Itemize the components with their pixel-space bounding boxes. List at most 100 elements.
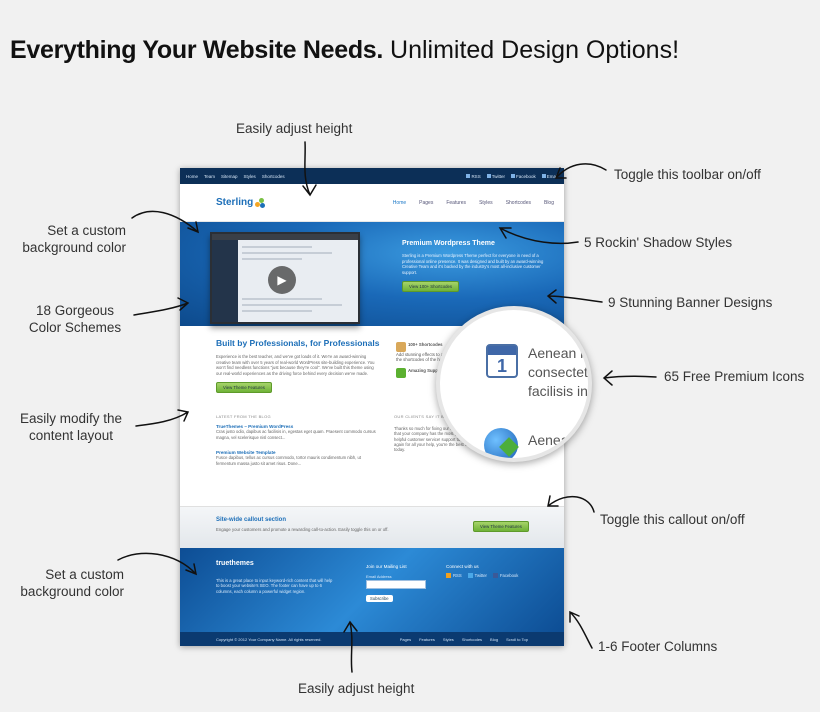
toolbar-link-sitemap[interactable]: Sitemap xyxy=(221,173,238,179)
content-title: Built by Professionals, for Professional… xyxy=(216,338,380,348)
nav-pages[interactable]: Pages xyxy=(419,199,434,206)
footer-twitter-label: Twitter xyxy=(474,573,487,578)
annotation-bg-color-bottom: Set a custom background color xyxy=(20,567,124,599)
site-header: Sterling Home Pages Features Styles Shor… xyxy=(180,184,564,222)
banner-paragraph: Sterling is a Premium Wordpress Theme pe… xyxy=(402,253,544,275)
callout-text: Engage your customers and promote a rewa… xyxy=(216,527,389,532)
banner-text: Premium Wordpress Theme Sterling is a Pr… xyxy=(402,240,552,292)
main-nav: Home Pages Features Styles Shortcodes Bl… xyxy=(393,200,554,206)
lens-text-line: consectet xyxy=(528,364,588,380)
toolbar-facebook[interactable]: Facebook xyxy=(510,173,536,179)
annotation-content-layout: Easily modify the content layout xyxy=(19,411,123,443)
email-icon xyxy=(541,174,546,179)
annotation-premium-icons: 65 Free Premium Icons xyxy=(664,369,805,384)
footer-twitter-link[interactable]: Twitter xyxy=(467,573,487,579)
toolbar-email-label: Email xyxy=(546,173,558,179)
magnifier-lens: 1 Aenean la consectet facilisis in, Aene… xyxy=(436,306,592,462)
calendar-icon: 1 xyxy=(486,344,518,378)
blog-post-excerpt: Fusce dapibus, tellus ac cursus commodo,… xyxy=(216,455,361,466)
annotation-color-schemes: 18 Gorgeous Color Schemes xyxy=(28,303,122,335)
footer-link-pages[interactable]: Pages xyxy=(399,636,412,642)
page-headline: Everything Your Website Needs. Unlimited… xyxy=(10,36,679,65)
play-icon[interactable]: ▶ xyxy=(268,266,296,294)
toolbar-facebook-label: Facebook xyxy=(515,173,536,179)
toolbar-rss[interactable]: RSS xyxy=(466,173,481,179)
site-content: Built by Professionals, for Professional… xyxy=(180,326,564,506)
mailing-list-title: Join our Mailing List xyxy=(366,564,407,569)
blog-heading: LATEST FROM THE BLOG xyxy=(216,414,271,419)
site-footer: truethemes This is a great place to inpu… xyxy=(180,548,564,632)
logo-dots-icon xyxy=(255,197,266,208)
annotation-adjust-height-bottom: Easily adjust height xyxy=(298,681,415,696)
blog-post: Premium Website Template Fusce dapibus, … xyxy=(216,450,376,466)
annotation-toggle-toolbar: Toggle this toolbar on/off xyxy=(614,167,761,182)
footer-facebook-label: Facebook xyxy=(499,573,519,578)
footer-link-blog[interactable]: Blog xyxy=(490,636,499,642)
social-links: RSS Twitter Facebook xyxy=(446,573,519,579)
feature-shortcodes: 100+ Shortcodes Add stunning effects to … xyxy=(396,342,456,362)
banner-title: Premium Wordpress Theme xyxy=(402,240,495,247)
blog-post-title[interactable]: Premium Website Template xyxy=(216,450,276,455)
toolbar-link-home[interactable]: Home xyxy=(186,173,199,179)
footer-link-features[interactable]: Features xyxy=(419,636,435,642)
feature-shortcodes-title: 100+ Shortcodes xyxy=(408,342,443,347)
arrow-premium-icons xyxy=(602,370,657,386)
toolbar-rss-label: RSS xyxy=(471,173,481,179)
content-paragraph: Experience is the best teacher, and we'v… xyxy=(216,354,375,376)
nav-styles[interactable]: Styles xyxy=(479,199,493,206)
lens-text-line: Aenean la xyxy=(528,345,592,361)
footer-facebook-link[interactable]: Facebook xyxy=(492,573,519,579)
rss-icon xyxy=(446,573,451,579)
subscribe-button[interactable]: Subscribe xyxy=(366,595,393,602)
toolbar-link-team[interactable]: Team xyxy=(204,173,216,179)
arrow-footer-columns xyxy=(569,610,593,649)
logo-text: Sterling xyxy=(216,197,254,208)
shield-icon xyxy=(396,368,406,378)
banner-button[interactable]: View 100+ Shortcodes xyxy=(402,281,460,292)
clients-heading: OUR CLIENTS SAY IT BEST xyxy=(394,414,453,419)
annotation-bg-color-top: Set a custom background color xyxy=(22,223,126,255)
nav-shortcodes[interactable]: Shortcodes xyxy=(505,199,531,206)
twitter-icon xyxy=(486,174,491,179)
lens-text-line: facilisis in, xyxy=(528,383,592,399)
headline-bold: Everything Your Website Needs. xyxy=(10,36,384,64)
site-logo[interactable]: Sterling xyxy=(216,197,266,208)
connect-title: Connect with us xyxy=(446,564,479,569)
feature-shortcodes-text: Add stunning effects to any of the short… xyxy=(396,352,453,362)
footer-rss-label: RSS xyxy=(453,573,462,578)
email-field[interactable] xyxy=(366,580,426,589)
toolbar-link-shortcodes[interactable]: Shortcodes xyxy=(261,173,285,179)
toolbar-email[interactable]: Email xyxy=(541,173,558,179)
copyright: Copyright © 2012 Your Company Name. All … xyxy=(216,636,322,642)
annotation-banner-designs: 9 Stunning Banner Designs xyxy=(608,295,773,310)
toolbar-twitter[interactable]: Twitter xyxy=(486,173,505,179)
footer-logo: truethemes xyxy=(216,560,254,567)
top-toolbar: Home Team Sitemap Styles Shortcodes RSS … xyxy=(180,168,564,184)
footer-link-styles[interactable]: Styles xyxy=(442,636,454,642)
toolbar-twitter-label: Twitter xyxy=(491,173,505,179)
footer-link-shortcodes[interactable]: Shortcodes xyxy=(461,636,483,642)
callout-title: Site-wide callout section xyxy=(216,517,287,523)
annotation-footer-columns: 1-6 Footer Columns xyxy=(598,639,718,654)
footer-rss-link[interactable]: RSS xyxy=(446,573,462,579)
lens-text-line: Aenea xyxy=(528,432,569,448)
globe-icon xyxy=(484,428,519,458)
nav-home[interactable]: Home xyxy=(392,199,407,206)
scroll-to-top-link[interactable]: Scroll to Top xyxy=(506,636,528,642)
annotation-toggle-callout: Toggle this callout on/off xyxy=(600,512,745,527)
nav-blog[interactable]: Blog xyxy=(543,199,554,206)
callout-section: Site-wide callout section Engage your cu… xyxy=(180,506,564,548)
feature-support-title: Amazing Support xyxy=(408,368,444,373)
toolbar-link-styles[interactable]: Styles xyxy=(243,173,256,179)
nav-features[interactable]: Features xyxy=(446,199,467,206)
email-label: Email Address xyxy=(366,574,392,579)
client-quote: Thanks so much for fixing our issue so f… xyxy=(394,426,490,453)
facebook-icon xyxy=(492,573,498,579)
content-button[interactable]: View Theme Features xyxy=(216,382,272,393)
blog-post-title[interactable]: TrueThemes – Premium WordPress xyxy=(216,424,294,429)
blog-post: TrueThemes – Premium WordPress Cras just… xyxy=(216,424,376,440)
feature-support: Amazing Support xyxy=(396,368,456,378)
document-icon xyxy=(396,342,406,352)
callout-button[interactable]: View Theme Features xyxy=(473,521,529,532)
lens-text: Aenean la consectet facilisis in, xyxy=(528,344,592,401)
